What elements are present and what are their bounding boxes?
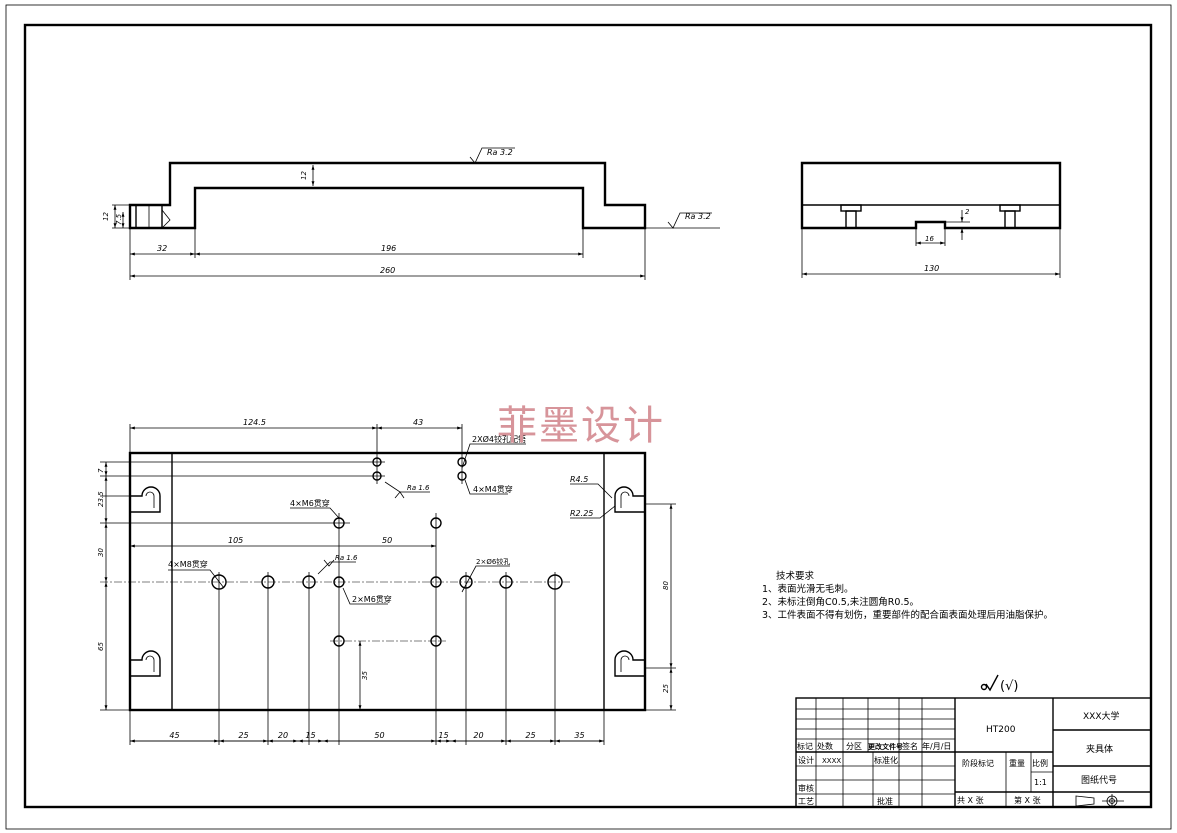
label-m8: 4×M8贯穿 xyxy=(168,559,208,569)
dim-inner: 196 xyxy=(381,244,396,253)
tb-col-mark: 标记 xyxy=(797,741,813,751)
dim-end: 32 xyxy=(157,244,167,253)
front-roughness-right: Ra 3.2 xyxy=(685,212,711,221)
front-roughness-top-symbol xyxy=(469,147,515,164)
dim-left-3: 30 xyxy=(97,548,105,557)
dim-total: 260 xyxy=(380,266,395,275)
dim-left-step: 7.5 xyxy=(115,213,123,225)
dim-groove-width: 16 xyxy=(925,235,934,243)
tb-sheet-no: 第 X 张 xyxy=(1014,795,1041,805)
label-m6-b: 2×M6贯穿 xyxy=(352,594,392,604)
dim-top-2: 43 xyxy=(413,418,423,427)
tech-note-2: 2、未标注倒角C0.5,未注圆角R0.5。 xyxy=(762,597,920,608)
tech-notes-title: 技术要求 xyxy=(776,571,815,582)
callouts: 2XØ4铰孔配铻 Ra 1.6 4×M4贯穿 4×M6贯穿 4×M8贯穿 Ra … xyxy=(168,434,616,605)
plan-view: 124.5 43 7 23.5 30 65 80 25 105 50 35 45… xyxy=(97,418,676,745)
center-lines xyxy=(100,424,570,745)
tb-col-zone: 分区 xyxy=(846,742,862,751)
general-roughness-text: (√) xyxy=(1000,679,1018,694)
label-ra16-b: Ra 1.6 xyxy=(335,554,358,562)
bottom-dim-label: 20 xyxy=(278,731,288,740)
projection-symbol-icon xyxy=(1075,794,1124,808)
tb-approve: 批准 xyxy=(877,796,893,806)
dim-105: 105 xyxy=(228,536,243,545)
bottom-dim-label: 25 xyxy=(238,731,248,740)
bottom-dim-label: 50 xyxy=(374,731,384,740)
front-view-outline xyxy=(128,161,647,230)
tech-note-1: 1、表面光滑无毛刺。 xyxy=(762,584,854,595)
label-m4-a: 4×M4贯穿 xyxy=(473,484,513,494)
dim-left-2: 23.5 xyxy=(97,491,105,507)
tb-designer: XXXX xyxy=(822,757,841,765)
bottom-dim-label: 15 xyxy=(438,731,448,740)
dim-width: 130 xyxy=(924,264,939,273)
bottom-dim-label: 45 xyxy=(169,731,179,740)
plan-view-outline xyxy=(128,451,647,712)
tb-col-date: 年/月/日 xyxy=(922,741,951,751)
tb-scale-label: 比例 xyxy=(1032,758,1048,768)
slot-right-top xyxy=(614,486,645,513)
watermark: 菲墨设计 xyxy=(497,403,665,449)
outer-border xyxy=(5,4,1172,830)
bottom-dim-label: 15 xyxy=(305,731,315,740)
dim-left-height: 12 xyxy=(102,212,110,221)
tb-part-name: 夹具体 xyxy=(1086,743,1113,755)
tb-col-docno: 更改文件号 xyxy=(868,742,903,751)
side-view: 2 16 130 xyxy=(800,161,1062,278)
slot-left-bottom xyxy=(130,650,161,677)
dim-left-1: 7 xyxy=(97,468,105,473)
general-roughness: (√) xyxy=(980,674,1018,694)
dim-thickness: 12 xyxy=(300,171,308,180)
tb-sheets-total: 共 X 张 xyxy=(957,796,984,805)
side-view-outline xyxy=(800,161,1062,230)
tb-material: HT200 xyxy=(986,725,1016,735)
tb-process: 工艺 xyxy=(798,797,814,806)
tb-col-qty: 处数 xyxy=(817,741,833,751)
inner-frame xyxy=(23,23,1153,809)
tb-col-sign: 签名 xyxy=(902,741,918,751)
dim-top-1: 124.5 xyxy=(243,418,266,427)
slot-left-top xyxy=(130,486,161,513)
dim-35: 35 xyxy=(361,671,369,680)
tb-weight: 重量 xyxy=(1009,758,1025,768)
bottom-dims: 45 25 20 15 50 15 20 25 35 xyxy=(130,731,604,743)
tb-drawing-no: 图纸代号 xyxy=(1081,774,1117,786)
title-block: HT200 XXX大学 夹具体 图纸代号 标记 处数 分区 更改文件号 签名 年… xyxy=(795,697,1152,808)
bottom-dim-label: 20 xyxy=(473,731,483,740)
slot-right-bottom xyxy=(614,650,645,677)
tb-stage: 阶段标记 xyxy=(962,758,994,768)
dim-left-4: 65 xyxy=(97,642,105,651)
dim-groove-depth: 2 xyxy=(965,208,970,216)
front-view: Ra 3.2 Ra 3.2 12 12 7.5 32 196 260 xyxy=(102,147,720,280)
label-r225: R2.25 xyxy=(570,509,593,518)
front-roughness-top: Ra 3.2 xyxy=(487,148,513,157)
label-hole-2x: 2XØ4铰孔配铻 xyxy=(472,434,526,444)
tb-scale: 1:1 xyxy=(1034,778,1047,787)
tb-standard: 标准化 xyxy=(874,755,898,765)
tb-review: 审核 xyxy=(798,783,814,793)
label-r45: R4.5 xyxy=(570,475,588,484)
dim-50: 50 xyxy=(382,536,392,545)
tech-note-3: 3、工件表面不得有划伤，重要部件的配合面表面处理后用油脂保护。 xyxy=(762,610,1054,621)
bottom-dim-label: 35 xyxy=(574,731,584,740)
label-ra16-a: Ra 1.6 xyxy=(407,484,430,492)
dim-right-2: 25 xyxy=(662,684,670,693)
label-m6-a: 4×M6贯穿 xyxy=(290,498,330,508)
front-roughness-right-symbol xyxy=(667,212,712,229)
tb-design: 设计 xyxy=(798,755,814,765)
dim-right-1: 80 xyxy=(662,581,670,590)
technical-requirements: 技术要求 1、表面光滑无毛刺。 2、未标注倒角C0.5,未注圆角R0.5。 3、… xyxy=(762,570,1053,622)
bottom-dim-label: 25 xyxy=(525,731,535,740)
tb-school: XXX大学 xyxy=(1083,710,1120,722)
label-hole-2x6: 2×Ø6铰孔 xyxy=(476,557,510,566)
